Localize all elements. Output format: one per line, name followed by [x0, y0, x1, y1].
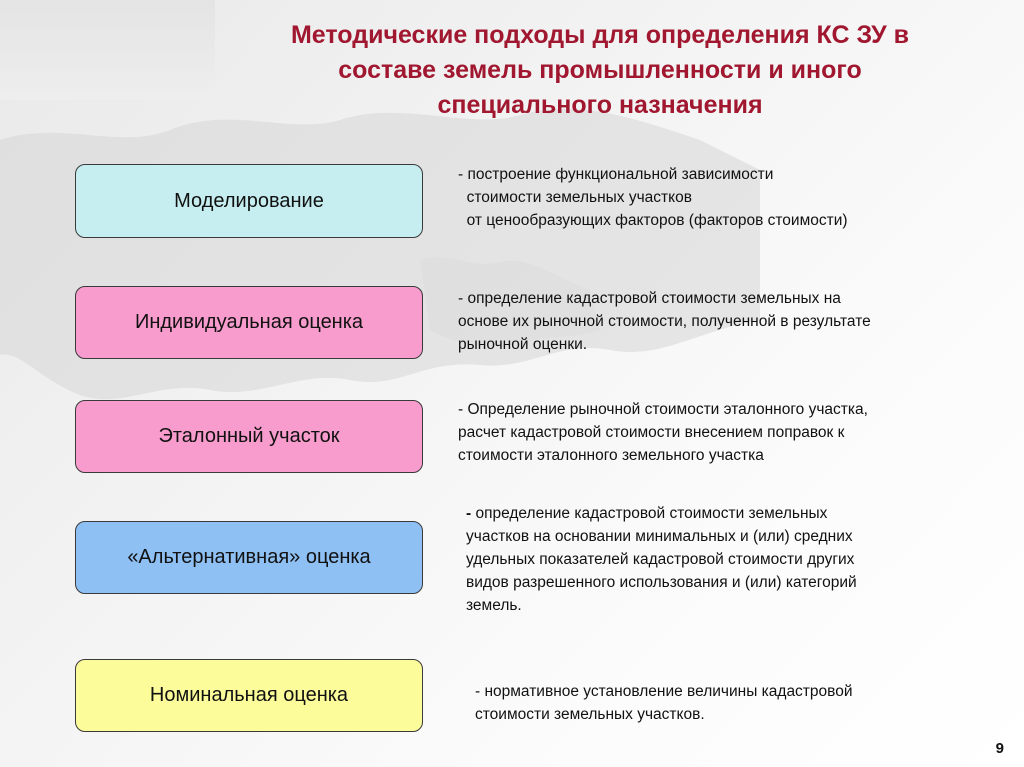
- description-line: - построение функциональной зависимости: [458, 166, 774, 183]
- description-line: от ценообразующих факторов (факторов сто…: [458, 212, 848, 229]
- description-line: стоимости земельных участков.: [475, 706, 705, 723]
- method-box-individual: Индивидуальная оценка: [75, 286, 423, 359]
- description-line: видов разрешенного использования и (или)…: [466, 574, 857, 591]
- description-line: рыночной оценки.: [458, 336, 588, 353]
- description-line: - Определение рыночной стоимости эталонн…: [458, 401, 868, 418]
- description-line: - определение кадастровой стоимости земе…: [466, 502, 857, 525]
- method-description-reference-plot: - Определение рыночной стоимости эталонн…: [458, 398, 868, 467]
- description-line: удельных показателей кадастровой стоимос…: [466, 551, 855, 568]
- description-line: основе их рыночной стоимости, полученной…: [458, 313, 871, 330]
- method-label: «Альтернативная» оценка: [127, 546, 371, 568]
- method-description-modeling: - построение функциональной зависимости …: [458, 163, 848, 232]
- slide-title: Методические подходы для определения КС …: [220, 18, 980, 123]
- title-line-1: Методические подходы для определения КС …: [290, 21, 910, 49]
- description-line: земель.: [466, 597, 522, 614]
- description-line: - определение кадастровой стоимости земе…: [458, 290, 841, 307]
- method-description-nominal: - нормативное установление величины када…: [475, 680, 853, 726]
- method-description-individual: - определение кадастровой стоимости земе…: [458, 287, 871, 356]
- method-box-reference-plot: Эталонный участок: [75, 400, 423, 473]
- bold-dash: -: [466, 505, 472, 522]
- method-label: Эталонный участок: [158, 425, 340, 447]
- method-box-modeling: Моделирование: [75, 164, 423, 238]
- title-line-3: специального назначения: [437, 91, 763, 119]
- method-box-alternative: «Альтернативная» оценка: [75, 521, 423, 594]
- method-box-nominal: Номинальная оценка: [75, 659, 423, 732]
- method-label: Моделирование: [174, 189, 324, 212]
- page-number: 9: [995, 740, 1004, 757]
- method-description-alternative: - определение кадастровой стоимости земе…: [466, 502, 857, 617]
- top-strip: [0, 0, 215, 100]
- description-first-text: определение кадастровой стоимости земель…: [471, 505, 828, 522]
- description-line: - нормативное установление величины када…: [475, 683, 853, 700]
- title-line-2: составе земель промышленности и иного: [338, 56, 862, 84]
- method-label: Индивидуальная оценка: [134, 311, 364, 333]
- description-line: стоимости эталонного земельного участка: [458, 447, 764, 464]
- description-line: расчет кадастровой стоимости внесением п…: [458, 424, 845, 441]
- description-line: участков на основании минимальных и (или…: [466, 528, 853, 545]
- method-label: Номинальная оценка: [149, 684, 349, 706]
- description-line: стоимости земельных участков: [458, 189, 692, 206]
